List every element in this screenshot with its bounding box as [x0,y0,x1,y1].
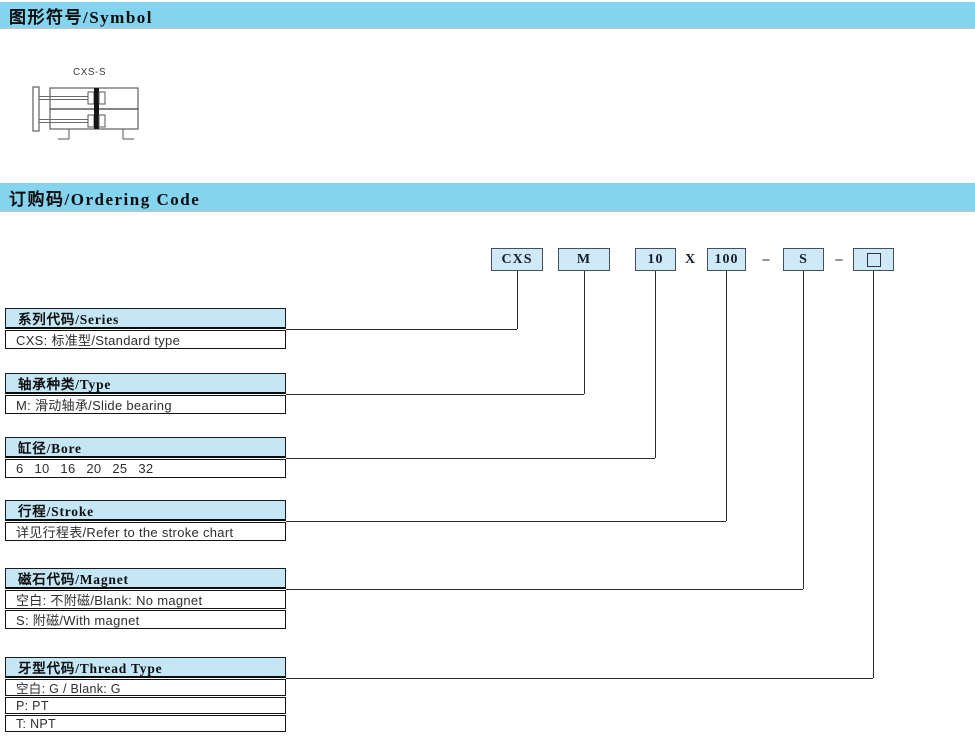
blank-square-icon [866,252,881,267]
piston-band [94,88,99,129]
drawing-label: CXS-S [73,67,106,78]
table-row: CXS: 标准型/Standard type [5,330,286,349]
table-bore-header: 缸径/Bore [5,437,286,458]
table-magnet-header: 磁石代码/Magnet [5,568,286,589]
table-type: 轴承种类/Type M: 滑动轴承/Slide bearing [5,373,286,414]
section-header-symbol: 图形符号/Symbol [0,2,975,29]
connector-stroke-vline [726,271,727,521]
table-stroke: 行程/Stroke 详见行程表/Refer to the stroke char… [5,500,286,541]
connector-type-vline [584,271,585,394]
table-stroke-header: 行程/Stroke [5,500,286,521]
code-box-stroke: 100 [707,248,746,271]
code-box-bore: 10 [635,248,676,271]
connector-stroke-hline [286,521,726,522]
connector-thread-vline [873,271,874,678]
table-row: 详见行程表/Refer to the stroke chart [5,522,286,541]
symbol-section-title: 图形符号/Symbol [9,7,154,27]
table-row: P: PT [5,697,286,714]
plate-shape [32,86,40,132]
table-row: 空白: G / Blank: G [5,679,286,696]
connector-type-hline [286,394,584,395]
code-box-series: CXS [491,248,543,271]
connector-series-vline [517,271,518,329]
code-box-thread-blank [853,248,894,271]
code-box-magnet: S [783,248,824,271]
section-header-ordering: 订购码/Ordering Code [0,183,975,212]
table-row: S: 附磁/With magnet [5,610,286,629]
table-row: 空白: 不附磁/Blank: No magnet [5,590,286,609]
table-thread-header: 牙型代码/Thread Type [5,657,286,678]
table-series: 系列代码/Series CXS: 标准型/Standard type [5,308,286,349]
table-thread-type: 牙型代码/Thread Type 空白: G / Blank: G P: PT … [5,657,286,732]
table-magnet: 磁石代码/Magnet 空白: 不附磁/Blank: No magnet S: … [5,568,286,629]
table-bore: 缸径/Bore 6 10 16 20 25 32 [5,437,286,478]
connector-bore-hline [286,458,655,459]
connector-magnet-vline [803,271,804,589]
connector-magnet-hline [286,589,803,590]
connector-series-hline [286,329,517,330]
code-box-type: M [558,248,610,271]
connector-bore-vline [655,271,656,458]
table-row: M: 滑动轴承/Slide bearing [5,395,286,414]
separator-dash-2: – [835,252,843,267]
table-row: T: NPT [5,715,286,732]
table-row: 6 10 16 20 25 32 [5,459,286,478]
connector-thread-hline [286,678,873,679]
table-series-header: 系列代码/Series [5,308,286,329]
cylinder-symbol-drawing: CXS-S [32,67,139,140]
table-type-header: 轴承种类/Type [5,373,286,394]
ordering-section-title: 订购码/Ordering Code [9,189,201,209]
separator-x: X [684,252,696,267]
separator-dash-1: – [762,252,770,267]
